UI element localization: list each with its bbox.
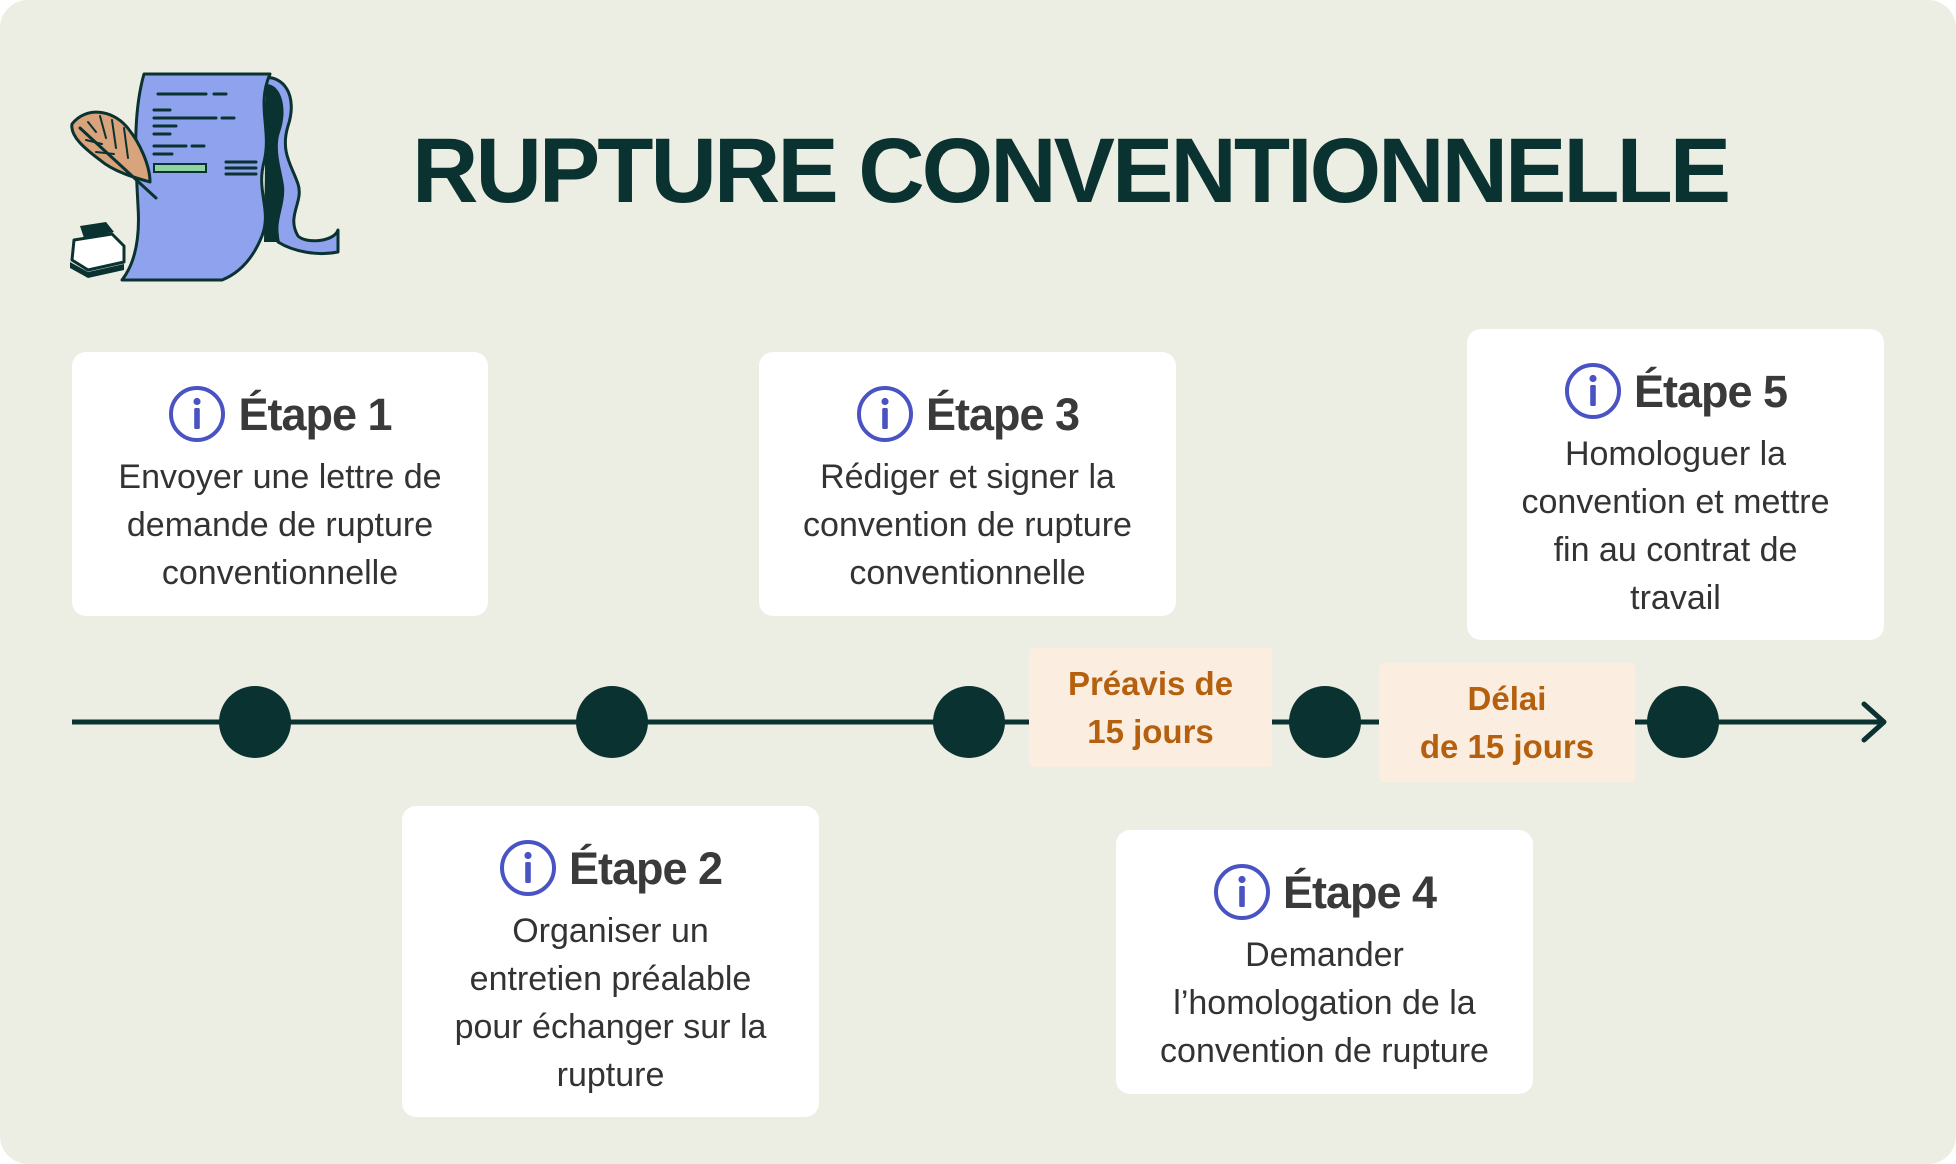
step-description-line: rupture: [556, 1056, 665, 1094]
delay-line: 15 jours: [1087, 712, 1214, 750]
page-title: RUPTURE CONVENTIONNELLE: [412, 120, 1731, 222]
delay-homologation: Délai de 15 jours: [1379, 663, 1635, 782]
step-description-line: fin au contrat de: [1553, 531, 1798, 569]
delay-line: Préavis de: [1067, 664, 1234, 702]
step-description-line: conventionnelle: [161, 554, 399, 592]
step-title: Étape 4: [1282, 866, 1437, 918]
step-description-line: conventionnelle: [849, 554, 1086, 592]
step-description-line: convention et mettre: [1521, 483, 1830, 521]
step-description-line: Demander: [1245, 936, 1404, 974]
info-icon: [169, 386, 226, 442]
scroll-quill-illustration: [70, 72, 340, 282]
step-card-5: Étape 5 Homologuer la convention et mett…: [1467, 329, 1884, 640]
step-description-line: pour échanger sur la: [454, 1008, 767, 1046]
timeline-node-3: [933, 686, 1005, 758]
step-description-line: travail: [1630, 579, 1721, 617]
step-description-line: demande de rupture: [126, 506, 434, 544]
info-icon: [499, 840, 556, 896]
step-description-line: Homologuer la: [1564, 435, 1787, 473]
step-title: Étape 1: [238, 388, 392, 440]
step-description-line: Rédiger et signer la: [820, 458, 1115, 496]
step-description-line: convention de rupture: [803, 506, 1132, 544]
step-description-line: Organiser un: [512, 912, 709, 950]
step-title: Étape 3: [925, 388, 1080, 440]
timeline-node-2: [576, 686, 648, 758]
step-card-3: Étape 3 Rédiger et signer la convention …: [759, 352, 1176, 616]
info-icon: [1564, 363, 1621, 419]
info-icon: [856, 386, 913, 442]
step-card-4: Étape 4 Demander l’homologation de la co…: [1116, 830, 1533, 1094]
delay-preavis: Préavis de 15 jours: [1029, 648, 1272, 767]
info-icon: [1213, 864, 1270, 920]
timeline-node-5: [1647, 686, 1719, 758]
step-card-1: Étape 1 Envoyer une lettre de demande de…: [72, 352, 488, 616]
timeline-node-1: [219, 686, 291, 758]
step-title: Étape 5: [1633, 365, 1788, 417]
timeline-arrowhead: [1861, 701, 1887, 743]
step-title: Étape 2: [568, 842, 723, 894]
delay-line: de 15 jours: [1419, 727, 1595, 765]
step-description-line: Envoyer une lettre de: [118, 458, 442, 496]
step-card-2: Étape 2 Organiser un entretien préalable…: [402, 806, 819, 1117]
step-description-line: convention de rupture: [1160, 1032, 1489, 1070]
timeline-node-4: [1289, 686, 1361, 758]
step-description-line: l’homologation de la: [1173, 984, 1476, 1022]
delay-line: Délai: [1467, 679, 1547, 717]
step-description-line: entretien préalable: [469, 960, 752, 998]
